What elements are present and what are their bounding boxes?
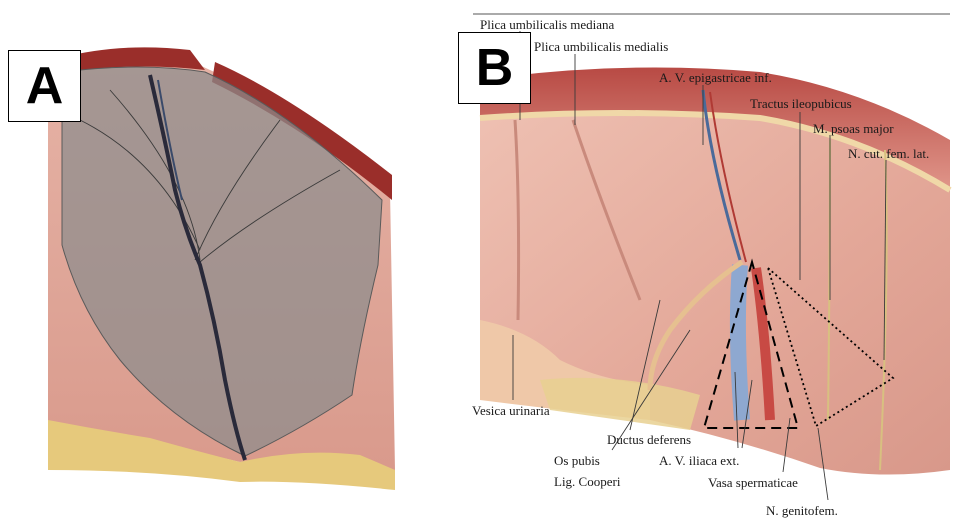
leader-genitofem	[817, 427, 829, 501]
label-lig-cooperi: Lig. Cooperi	[554, 474, 621, 489]
panel-b-fat	[540, 377, 700, 430]
panel-a-fibre	[194, 119, 281, 261]
leader-vasa	[782, 417, 791, 473]
label-vasa-spermaticae: Vasa spermaticae	[708, 475, 798, 490]
panel-a-fibre	[79, 119, 201, 251]
label-av-epigastricae-inf: A. V. epigastricae inf.	[659, 70, 772, 85]
panel-b-epigastric-artery	[709, 91, 747, 263]
panel-a-fibre	[199, 169, 341, 263]
leader-iliaca-1	[734, 371, 739, 449]
panel-b-iliac-vein	[729, 264, 750, 421]
panel-b-dotted-triangle	[766, 265, 895, 428]
label-m-psoas-major: M. psoas major	[813, 121, 894, 136]
panel-b-epigastric-vein	[701, 89, 742, 261]
label-tractus-ileopubicus: Tractus ileopubicus	[750, 96, 852, 111]
panel-b-illustration	[479, 67, 952, 475]
leader-os-pubis	[611, 329, 691, 451]
label-os-pubis: Os pubis	[554, 453, 600, 468]
panel-b-fascia	[479, 110, 952, 193]
label-av-iliaca-ext: A. V. iliaca ext.	[659, 453, 739, 468]
label-ductus-deferens: Ductus deferens	[607, 432, 691, 447]
panel-b-umbilical-fold	[513, 119, 521, 321]
label-n-genitofem: N. genitofem.	[766, 503, 838, 518]
panel-b-ductus-deferens	[647, 259, 744, 391]
label-n-cut-fem-lat: N. cut. fem. lat.	[848, 146, 929, 161]
panel-a-illustration	[48, 47, 395, 490]
leader-cut-fem	[883, 159, 887, 361]
leader-iliaca-2	[741, 379, 753, 449]
anatomical-labels: Plica umbilicalis mediana Plica umbilica…	[472, 17, 929, 518]
panel-b-abdominal-wall	[480, 67, 950, 190]
panel-b-label: B	[458, 32, 531, 104]
panel-a-vessel	[148, 74, 247, 461]
panel-a-fat	[48, 420, 395, 490]
panel-a-label: A	[8, 50, 81, 122]
panel-a-muscle-layer	[60, 47, 205, 72]
label-plica-umbilicalis-mediana: Plica umbilicalis mediana	[480, 17, 615, 32]
leader-ductus	[629, 299, 661, 431]
panel-a-vessel-branch	[157, 79, 183, 201]
panel-b-umbilical-fold	[571, 119, 642, 301]
label-vesica-urinaria: Vesica urinaria	[472, 403, 550, 418]
panel-b-dashed-triangle	[702, 258, 800, 429]
label-plica-umbilicalis-medialis: Plica umbilicalis medialis	[534, 39, 668, 54]
